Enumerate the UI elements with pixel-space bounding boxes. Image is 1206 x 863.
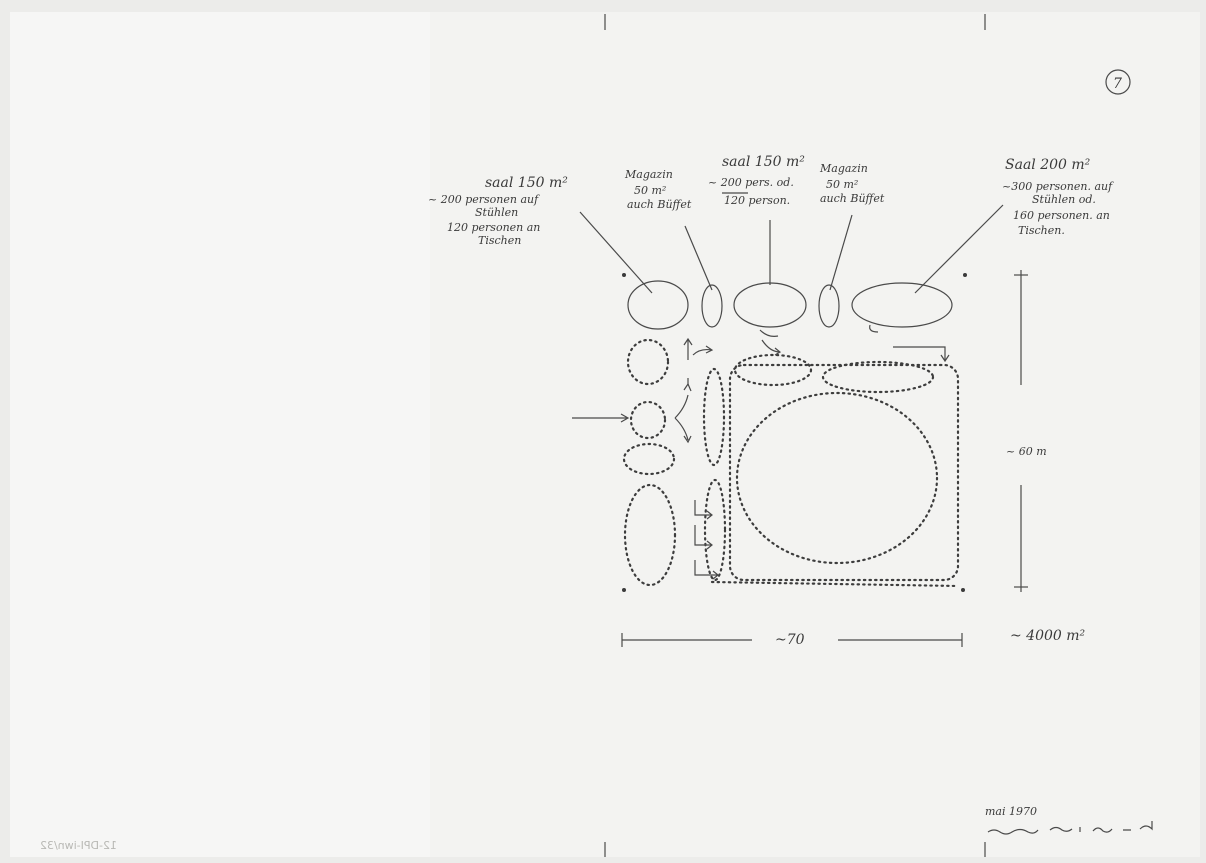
label-line: Stühlen xyxy=(475,206,518,219)
label-line: Tischen. xyxy=(1018,224,1065,237)
label-title: saal 150 m² xyxy=(485,175,568,191)
label-line: ~ 200 pers. od. xyxy=(708,176,794,189)
label-title: Saal 200 m² xyxy=(1005,157,1091,173)
label-line: 120 person. xyxy=(724,194,790,207)
label-line: ~ 200 personen auf xyxy=(428,193,540,206)
label-line: 160 personen. an xyxy=(1013,209,1110,222)
svg-text:12-DPI-iwn/32: 12-DPI-iwn/32 xyxy=(40,839,117,852)
label-title: Magazin xyxy=(624,168,673,181)
dotted-zones xyxy=(622,338,960,588)
date: mai 1970 xyxy=(985,805,1037,818)
leader-lines xyxy=(579,204,1004,294)
signature xyxy=(987,821,1153,835)
label-line: 120 personen an xyxy=(447,221,540,234)
dimension-height: ~ 60 m xyxy=(1006,445,1047,458)
label-line: Stühlen od. xyxy=(1032,193,1096,206)
dimension-lines xyxy=(621,270,1028,647)
label-title: saal 150 m² xyxy=(722,154,805,170)
hall-magazin-1 xyxy=(701,284,723,328)
label-title: Magazin xyxy=(819,162,868,175)
label-magazin-1: Magazin 50 m² auch Büffet xyxy=(624,168,692,211)
corner-dots xyxy=(622,273,967,592)
paper-left-overlap xyxy=(10,12,430,857)
hall-magazin-2 xyxy=(818,284,840,328)
label-magazin-2: Magazin 50 m² auch Büffet xyxy=(819,162,885,205)
dimension-width: ~70 xyxy=(775,632,805,648)
dimension-area: ~ 4000 m² xyxy=(1010,628,1086,644)
label-saal-3: Saal 200 m² ~300 personen. auf Stühlen o… xyxy=(1002,157,1114,237)
label-line: 50 m² xyxy=(826,178,858,191)
hall-saal-1 xyxy=(627,280,689,330)
label-line: auch Büffet xyxy=(820,192,885,205)
archive-mark: 12-DPI-iwn/32 xyxy=(40,839,117,852)
label-line: 50 m² xyxy=(634,184,666,197)
page-number: 7 xyxy=(1113,76,1122,92)
hall-saal-2 xyxy=(733,282,807,328)
page-number-circle xyxy=(1105,69,1131,95)
halls xyxy=(627,280,953,330)
flow-arrows xyxy=(572,324,950,580)
label-line: Tischen xyxy=(478,234,521,247)
label-saal-2: saal 150 m² ~ 200 pers. od. 120 person. xyxy=(708,154,805,207)
hall-saal-3 xyxy=(851,282,953,328)
label-saal-1: saal 150 m² ~ 200 personen auf Stühlen 1… xyxy=(428,175,568,247)
label-line: ~300 personen. auf xyxy=(1002,180,1114,193)
registration-marks xyxy=(604,14,986,857)
label-line: auch Büffet xyxy=(627,198,692,211)
